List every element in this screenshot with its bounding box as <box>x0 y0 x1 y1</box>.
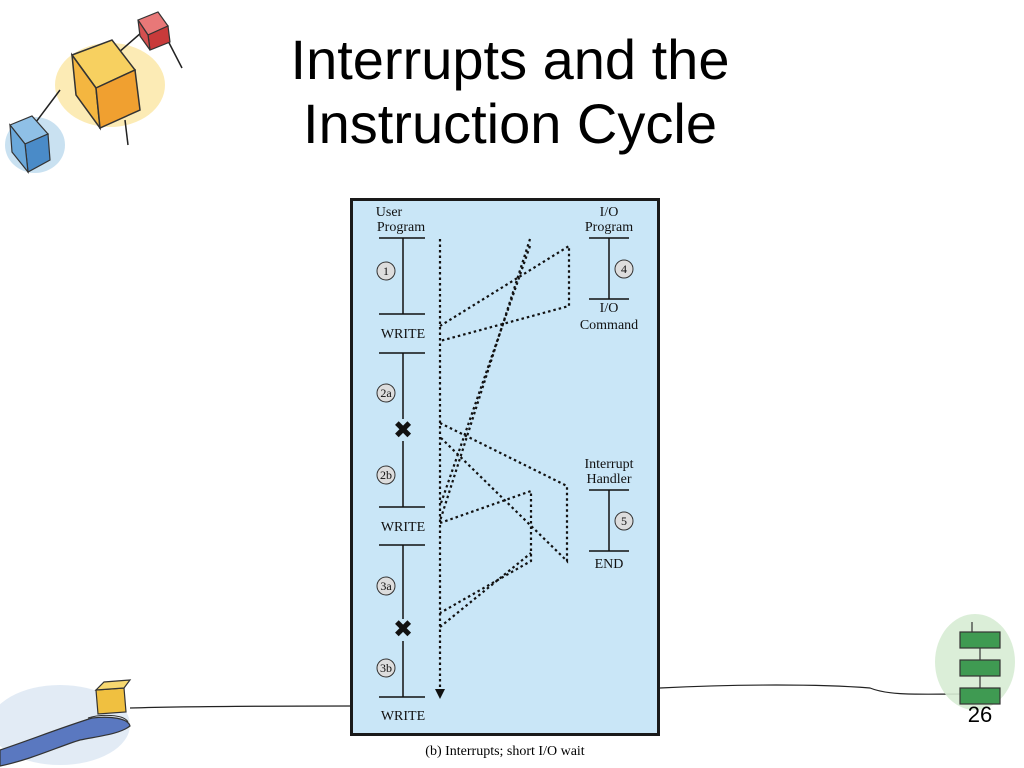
step-2b-label: 2b <box>380 468 392 482</box>
io-command-label-line-2: Command <box>580 318 638 333</box>
user-program-label-line-1: User <box>376 205 403 220</box>
flow-path-3a-to-handler <box>439 552 532 628</box>
step-2b-circle <box>376 465 396 485</box>
instruction-cycle-diagram: User Program 1 WRITE 2a ✖ 2b WRITE 3a ✖ … <box>350 198 660 736</box>
write-label-3: WRITE <box>381 709 425 724</box>
step-3a-circle <box>376 576 396 596</box>
decorative-wire-line <box>129 684 966 709</box>
interrupt-handler-label-line-2: Handler <box>586 472 631 487</box>
end-label: END <box>595 557 624 572</box>
decorative-cubes-image <box>5 11 183 174</box>
step-3b-circle <box>376 658 396 678</box>
interrupt-x-mark-1: ✖ <box>393 416 413 444</box>
slide-title: Interrupts and the Instruction Cycle <box>200 28 820 156</box>
flow-path-io-to-2b <box>438 238 532 522</box>
step-5-circle <box>614 511 634 531</box>
step-2a-label: 2a <box>380 386 392 400</box>
step-4-label: 4 <box>621 262 627 276</box>
io-command-label-line-1: I/O <box>600 301 619 316</box>
control-flow-paths <box>438 238 571 689</box>
diagram-caption: (b) Interrupts; short I/O wait <box>425 744 585 759</box>
interrupt-handler-label-line-1: Interrupt <box>585 457 634 472</box>
step-1-circle <box>376 261 396 281</box>
step-3b-label: 3b <box>380 661 392 675</box>
write-label-2: WRITE <box>381 520 425 535</box>
step-3a-label: 3a <box>380 579 392 593</box>
flow-path-write-2-to-io <box>439 489 533 614</box>
step-4-circle <box>614 259 634 279</box>
flow-path-write-1-to-io <box>439 244 571 343</box>
decorative-hand-image <box>0 679 132 767</box>
flow-path-io-to-2b-alt <box>438 245 532 507</box>
user-program-label-line-2: Program <box>377 220 425 235</box>
io-program-label-line-1: I/O <box>600 205 619 220</box>
flow-path-2a-to-handler <box>439 422 569 564</box>
step-1-label: 1 <box>383 264 389 278</box>
interrupt-x-mark-2: ✖ <box>393 615 413 643</box>
step-2a-circle <box>376 383 396 403</box>
io-program-label-line-2: Program <box>585 220 633 235</box>
flow-end-arrowhead <box>435 689 445 699</box>
diagram-canvas: User Program 1 WRITE 2a ✖ 2b WRITE 3a ✖ … <box>376 205 638 724</box>
step-5-label: 5 <box>621 514 627 528</box>
write-label-1: WRITE <box>381 327 425 342</box>
decorative-flowchart-image <box>935 614 1015 710</box>
slide-title-line-1: Interrupts and the <box>290 28 730 91</box>
page-number: 26 <box>967 702 993 727</box>
slide-title-line-2: Instruction Cycle <box>303 92 717 155</box>
